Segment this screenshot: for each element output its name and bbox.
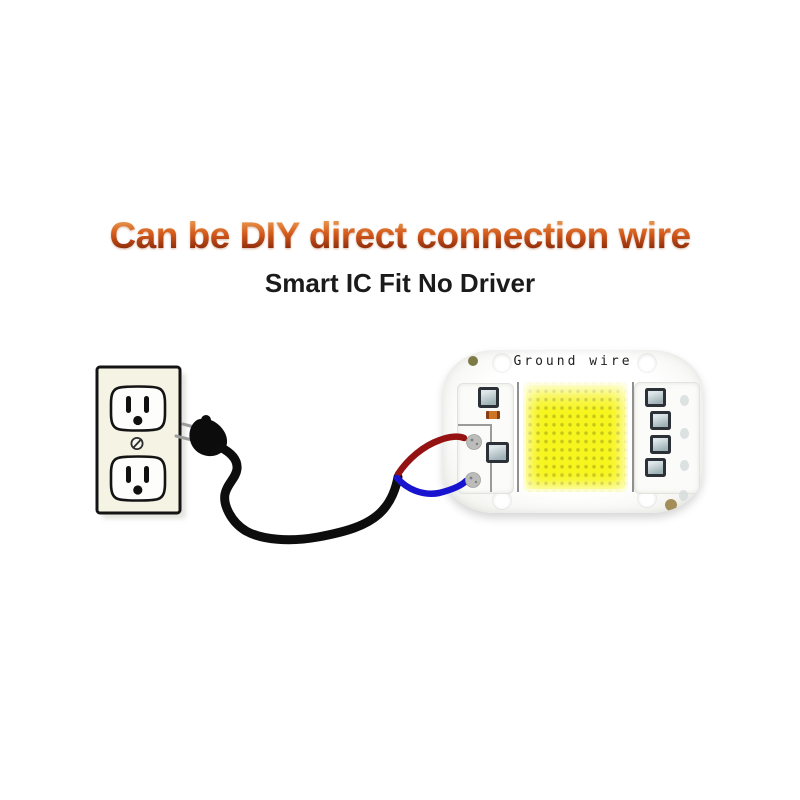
plug-prong-bottom bbox=[174, 434, 198, 443]
socket-slot-left-bottom bbox=[126, 466, 131, 483]
solder-pad-mark-4 bbox=[679, 490, 688, 501]
mounting-hole-bottom-left bbox=[493, 491, 511, 509]
capacitor-2 bbox=[486, 442, 509, 463]
solder-pad-mark-1 bbox=[680, 395, 689, 406]
headline: Can be DIY direct connection wire bbox=[0, 217, 800, 254]
mounting-hole-top-left bbox=[493, 354, 511, 372]
resistor-smd bbox=[486, 411, 500, 419]
power-plug bbox=[174, 415, 228, 457]
outlet-socket-bottom bbox=[109, 455, 167, 502]
subheadline: Smart IC Fit No Driver bbox=[264, 268, 536, 298]
mounting-hole-top-right bbox=[638, 354, 656, 372]
panel-divider-horizontal bbox=[458, 424, 491, 426]
wall-outlet bbox=[95, 365, 186, 519]
socket-ground-hole-top bbox=[133, 415, 143, 426]
led-cob-module: Ground wire bbox=[443, 350, 703, 513]
plug-knob bbox=[201, 415, 211, 425]
power-cable bbox=[215, 442, 403, 545]
plug-prong-top bbox=[181, 422, 203, 431]
diode-4 bbox=[645, 458, 666, 477]
outlet-socket-top bbox=[109, 385, 167, 432]
outlet-shadow bbox=[102, 373, 186, 519]
socket-ground-hole-bottom bbox=[133, 485, 143, 495]
solder-pad-mark-3 bbox=[680, 460, 689, 471]
socket-slot-right-top bbox=[144, 396, 149, 413]
solder-pad-mark-2 bbox=[680, 428, 689, 439]
socket-slot-right-bottom bbox=[144, 466, 149, 483]
plug-body bbox=[189, 418, 228, 457]
ground-wire-label: Ground wire bbox=[513, 354, 633, 369]
diode-1 bbox=[645, 388, 666, 407]
capacitor-1 bbox=[478, 387, 499, 408]
outlet-screw bbox=[130, 436, 144, 450]
diode-3 bbox=[650, 435, 671, 454]
diode-2 bbox=[650, 411, 671, 430]
socket-slot-left-top bbox=[126, 396, 131, 413]
frame-line-right bbox=[632, 382, 634, 492]
frame-line-left bbox=[517, 382, 519, 492]
outlet-screw-slot bbox=[132, 438, 142, 449]
cob-emitter bbox=[523, 382, 628, 492]
thermal-pad-dot-bottom-right bbox=[665, 499, 677, 511]
thermal-pad-dot-top-left bbox=[468, 356, 478, 366]
outlet-plate bbox=[95, 365, 182, 515]
